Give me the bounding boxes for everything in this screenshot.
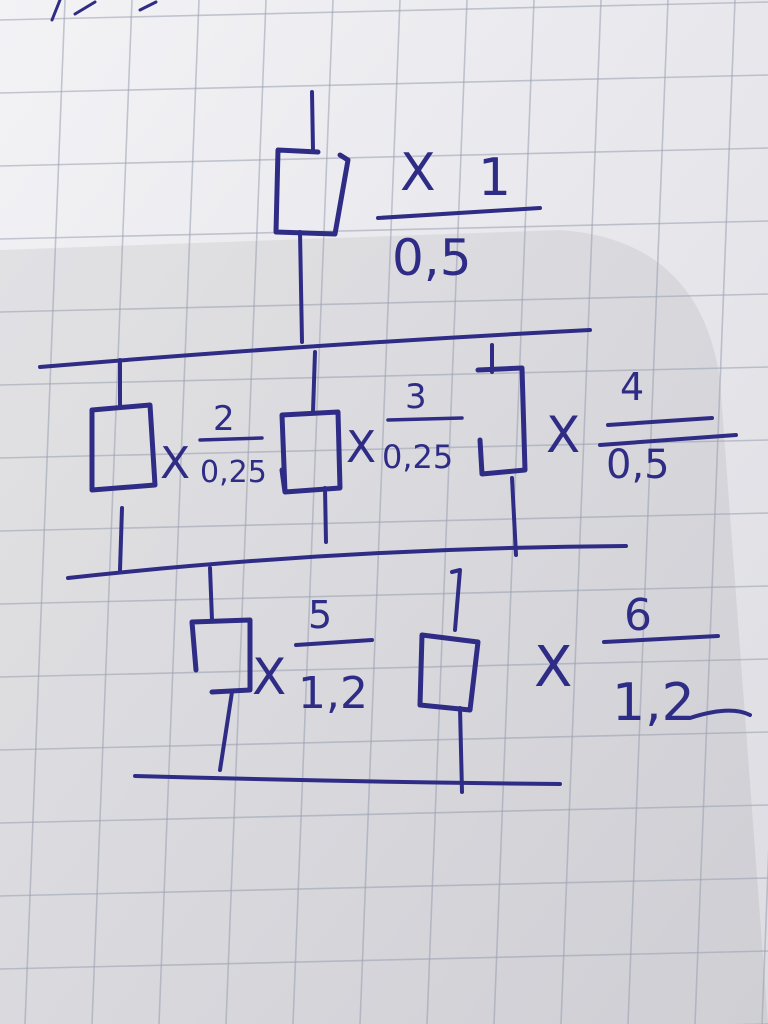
grid-line-vertical-3 (158, 0, 200, 1024)
grid-line-horizontal-4 (0, 293, 768, 313)
label-5-mark: X (252, 648, 286, 706)
top-stray-marks (50, 0, 158, 22)
label-2-mark: X (160, 438, 190, 489)
resistor-1-lead-bottom (298, 230, 304, 344)
grid-line-vertical-11 (694, 0, 736, 1024)
resistor-3 (279, 350, 343, 544)
grid-line-vertical-6 (359, 0, 401, 1024)
grid-line-horizontal-10 (0, 731, 768, 751)
grid-line-horizontal-11 (0, 804, 768, 824)
label-2-id: 2 (213, 399, 235, 439)
resistor-1 (273, 90, 351, 344)
label-3-mark: X (346, 422, 376, 473)
resistor-6-body (417, 632, 481, 713)
grid-line-horizontal-13 (0, 950, 768, 970)
label-1-value: 0,5 (392, 229, 472, 287)
label-resistor-6: X 6 1,2 (534, 590, 752, 733)
label-1-mark: X (400, 143, 436, 203)
resistor-2-lead-bottom (118, 506, 124, 572)
paper-shadow (0, 230, 768, 1024)
label-1-id: 1 (478, 148, 511, 208)
resistor-2-body (89, 402, 158, 493)
grid-line-horizontal-3 (0, 220, 768, 240)
bus-line-2 (66, 544, 628, 580)
label-3-value: 0,25 (382, 438, 453, 476)
grid-line-vertical-10 (627, 0, 669, 1024)
label-4-mark: X (546, 406, 580, 464)
resistor-4-lead-bottom (510, 476, 518, 557)
label-resistor-1: X 1 0,5 (376, 143, 542, 287)
bus-line-3 (133, 774, 562, 786)
label-6-value: 1,2 (612, 673, 695, 733)
resistor-2 (89, 358, 158, 572)
label-resistor-5: X 5 1,2 (252, 593, 374, 719)
label-4-fraction-bar (598, 416, 738, 447)
resistor-1-lead-top (310, 90, 315, 152)
label-2-value: 0,25 (200, 455, 267, 490)
grid-line-vertical-5 (292, 0, 334, 1024)
grid-line-vertical-2 (91, 0, 133, 1024)
label-1-fraction-bar (376, 206, 542, 220)
resistor-3-body (279, 409, 343, 495)
grid-line-horizontal-9 (0, 658, 768, 678)
resistor-3-lead-bottom (323, 486, 328, 544)
resistor-5 (189, 566, 253, 772)
grid-line-vertical-7 (426, 0, 468, 1024)
resistor-5-lead-bottom (218, 690, 234, 772)
resistor-6-lead-bottom (458, 706, 464, 794)
label-5-value: 1,2 (298, 668, 368, 719)
label-5-id: 5 (308, 593, 332, 637)
grid-line-horizontal-5 (0, 366, 768, 386)
grid-line-vertical-9 (560, 0, 602, 1024)
grid-line-horizontal-7 (0, 512, 768, 532)
grid-line-horizontal-0 (0, 1, 768, 21)
grid-line-vertical-4 (225, 0, 267, 1024)
grid-line-horizontal-8 (0, 585, 768, 605)
label-5-fraction-bar (294, 638, 374, 647)
label-3-fraction-bar (386, 416, 464, 422)
grid-line-vertical-1 (24, 0, 66, 1024)
resistor-5-lead-top (208, 566, 214, 622)
resistor-6-lead-top (450, 568, 462, 632)
label-resistor-2: X 2 0,25 (160, 399, 267, 490)
resistor-6 (417, 568, 481, 794)
bus-line-1 (38, 328, 592, 369)
label-3-id: 3 (405, 377, 427, 417)
label-6-mark: X (534, 635, 572, 700)
label-resistor-4: X 4 0,5 (546, 365, 738, 488)
label-4-value: 0,5 (606, 442, 670, 488)
grid-line-horizontal-2 (0, 147, 768, 167)
resistor-4-body (475, 365, 528, 477)
resistor-4 (475, 343, 528, 557)
resistor-1-body (273, 147, 351, 237)
resistor-3-lead-top (311, 350, 317, 414)
label-2-fraction-bar (198, 436, 264, 442)
label-6-underline-stroke (688, 708, 752, 720)
grid-line-horizontal-12 (0, 877, 768, 897)
label-6-fraction-bar (602, 634, 720, 644)
label-4-id: 4 (620, 365, 644, 409)
label-6-id: 6 (624, 590, 652, 641)
grid-line-horizontal-1 (0, 74, 768, 94)
label-resistor-3: X 3 0,25 (346, 377, 464, 476)
